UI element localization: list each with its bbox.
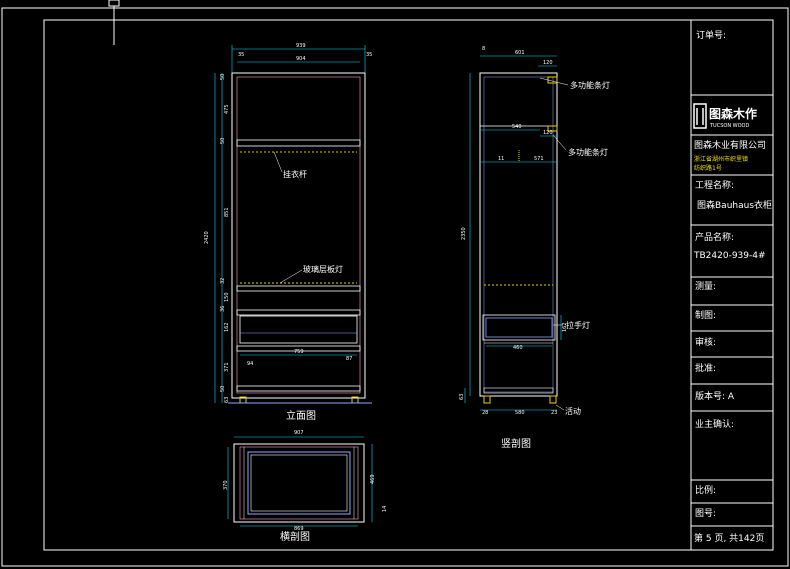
dim-elev-mid-left: 94 bbox=[247, 361, 253, 367]
section-view: 8 601 120 540 120 11 571 2350 63 162 460… bbox=[459, 46, 610, 450]
logo-text-en: TUCSON WOOD bbox=[709, 123, 749, 129]
dim-elev-left-5: 32 bbox=[220, 278, 226, 284]
dim-elev-right-margin: 35 bbox=[366, 52, 372, 58]
label-adjustable-foot: 活动 bbox=[565, 406, 581, 416]
dim-elev-inner-width: 904 bbox=[296, 56, 306, 62]
review-label: 审核: bbox=[695, 336, 716, 348]
drawing-no-label: 图号: bbox=[695, 508, 716, 519]
dim-elev-mid-right: 87 bbox=[346, 356, 352, 362]
dim-sec-drawer-width: 460 bbox=[513, 345, 523, 351]
dim-sec-bottom-c: 28 bbox=[482, 410, 488, 416]
dim-sec-bottom-a: 63 bbox=[459, 394, 465, 400]
dim-sec-mid-a: 11 bbox=[498, 156, 504, 162]
dim-elev-left-10: 50 bbox=[220, 386, 226, 392]
dim-elev-left-margin: 35 bbox=[238, 52, 244, 58]
dim-elev-left-11: 63 bbox=[224, 397, 230, 403]
dim-plan-bottom: 869 bbox=[294, 526, 304, 532]
product-name-value: TB2420-939-4# bbox=[693, 251, 766, 261]
dim-sec-mid-b: 571 bbox=[534, 156, 544, 162]
dim-plan-top: 907 bbox=[294, 430, 304, 436]
scale-label: 比例: bbox=[695, 484, 716, 496]
company-address-1: 浙江省湖州市织里镇 bbox=[694, 155, 748, 163]
dim-elev-left-4: 851 bbox=[224, 207, 230, 217]
dim-sec-bottom-b: 23 bbox=[551, 410, 557, 416]
project-name-label: 工程名称: bbox=[695, 179, 734, 191]
dim-elev-left-9: 371 bbox=[224, 362, 230, 372]
approve-label: 批准: bbox=[695, 362, 716, 374]
product-name-label: 产品名称: bbox=[695, 231, 734, 243]
dim-elev-left-7: 36 bbox=[220, 306, 226, 312]
dim-sec-mid-depth: 540 bbox=[512, 124, 522, 130]
outer-frame bbox=[1, 7, 789, 567]
dim-plan-corner: 14 bbox=[382, 506, 388, 512]
measure-label: 测量: bbox=[695, 281, 716, 292]
owner-confirm-label: 业主确认: bbox=[695, 418, 734, 430]
label-hanging-rod: 挂衣杆 bbox=[283, 169, 307, 179]
dim-sec-top-total: 601 bbox=[515, 50, 525, 56]
dim-plan-right: 469 bbox=[370, 474, 376, 484]
order-no-label: 订单号: bbox=[696, 29, 726, 41]
section-view-title: 竖剖图 bbox=[501, 437, 531, 450]
label-glass-shelf-light: 玻璃层板灯 bbox=[303, 264, 343, 274]
plan-view-title: 横剖图 bbox=[280, 530, 310, 543]
draw-label: 制图: bbox=[695, 309, 716, 321]
title-block: 订单号: 图森木作 TUCSON WOOD 图森木业有限公司 浙江省湖州市织里镇… bbox=[690, 20, 773, 550]
elevation-view: 939 904 35 35 2420 50 475 50 851 32 150 … bbox=[204, 43, 372, 422]
elevation-view-title: 立面图 bbox=[286, 409, 316, 422]
version-label: 版本号: A bbox=[695, 390, 735, 402]
project-name-value: 图森Bauhaus衣柜 bbox=[697, 199, 772, 211]
logo-text-cn: 图森木作 bbox=[709, 106, 757, 121]
dim-elev-left-8: 162 bbox=[224, 322, 230, 332]
page-number: 第 5 页, 共142页 bbox=[694, 532, 764, 544]
label-multi-light-top: 多功能条灯 bbox=[570, 80, 610, 90]
company-logo: 图森木作 TUCSON WOOD bbox=[693, 103, 757, 129]
dim-sec-bottom-total: 580 bbox=[515, 410, 525, 416]
dim-elev-left-1: 50 bbox=[220, 74, 226, 80]
dim-elev-mid-width: 759 bbox=[294, 349, 304, 355]
plan-view: 907 869 370 469 14 横剖图 bbox=[223, 430, 388, 543]
dim-elev-left-3: 50 bbox=[220, 138, 226, 144]
dim-sec-top-left: 8 bbox=[482, 46, 485, 52]
dim-elev-left-6: 150 bbox=[224, 292, 230, 302]
dim-sec-total-height: 2350 bbox=[461, 227, 467, 240]
dim-elev-total-width: 939 bbox=[296, 43, 306, 49]
company-name: 图森木业有限公司 bbox=[694, 139, 766, 151]
label-multi-light-mid: 多功能条灯 bbox=[568, 147, 608, 157]
dim-elev-left-2: 475 bbox=[224, 104, 230, 114]
dim-sec-top-inner: 120 bbox=[543, 60, 553, 66]
drawing-border bbox=[43, 19, 774, 551]
company-address-2: 纺织路1号 bbox=[694, 164, 722, 172]
dim-elev-total-height: 2420 bbox=[204, 231, 210, 244]
dim-sec-drawer-height: 162 bbox=[562, 322, 568, 332]
label-pull-handle: 拉手灯 bbox=[566, 320, 590, 330]
crosshair-cursor bbox=[108, 0, 120, 45]
dim-plan-left: 370 bbox=[223, 480, 229, 490]
dim-sec-mid-right: 120 bbox=[543, 130, 553, 136]
